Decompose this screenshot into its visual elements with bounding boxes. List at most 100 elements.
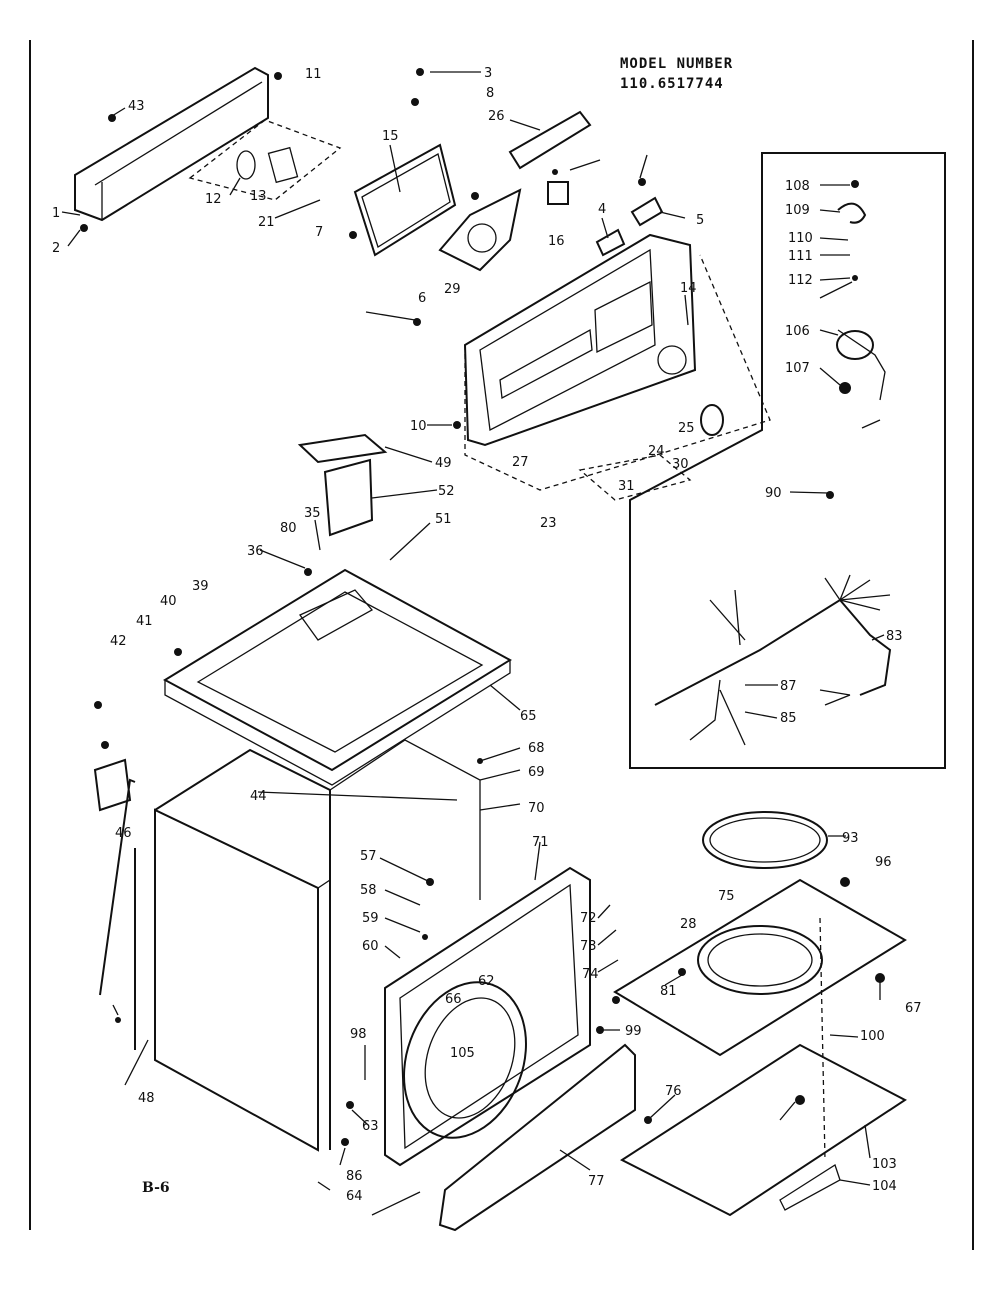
- callout-39: 39: [192, 579, 209, 594]
- callout-71: 71: [532, 835, 549, 850]
- callout-110: 110: [788, 231, 813, 246]
- front-panel-part: [384, 866, 591, 1167]
- backsplash-trim-part: [74, 66, 269, 222]
- label-52-part: [323, 458, 374, 537]
- callout-49: 49: [435, 456, 452, 471]
- bracket-hole: [467, 223, 497, 253]
- cabinet-body-part: [134, 739, 481, 1152]
- knob-part: [547, 181, 569, 205]
- callout-58: 58: [360, 883, 377, 898]
- dashed-axis: [819, 917, 826, 1161]
- switch-group-outline: [188, 119, 342, 201]
- tub-cover-part: [613, 878, 907, 1057]
- callout-31: 31: [618, 479, 635, 494]
- strain-relief-109: [837, 202, 867, 224]
- callout-108: 108: [785, 179, 810, 194]
- console-grommet: [700, 404, 724, 436]
- callout-21: 21: [258, 215, 275, 230]
- bracket-part: [438, 188, 522, 272]
- base-plate-part: [619, 1043, 907, 1217]
- callout-40: 40: [160, 594, 177, 609]
- callout-57: 57: [360, 849, 377, 864]
- callout-35: 35: [304, 506, 321, 521]
- callout-7a: 7: [315, 225, 323, 240]
- callout-16: 16: [548, 234, 565, 249]
- callout-2: 2: [52, 241, 60, 256]
- callout-67: 67: [905, 1001, 922, 1016]
- callout-62: 62: [478, 974, 495, 989]
- callout-107: 107: [785, 361, 810, 376]
- callout-66: 66: [445, 992, 462, 1007]
- callout-69: 69: [528, 765, 545, 780]
- inset-panel-outline: [629, 152, 946, 769]
- callout-98a: 98: [350, 1027, 367, 1042]
- callout-99: 99: [625, 1024, 642, 1039]
- callout-106: 106: [785, 324, 810, 339]
- callout-59: 59: [362, 911, 379, 926]
- callout-109: 109: [785, 203, 810, 218]
- callout-75: 75: [718, 889, 735, 904]
- diagram-code-label: B-6: [142, 1180, 170, 1196]
- callout-112: 112: [788, 273, 813, 288]
- wiring-harness-part: [654, 574, 892, 746]
- callout-105: 105: [450, 1046, 475, 1061]
- callout-60: 60: [362, 939, 379, 954]
- knob-4-part: [595, 228, 626, 257]
- callout-83: 83: [886, 629, 903, 644]
- callout-68: 68: [528, 741, 545, 756]
- callout-3a: 3: [484, 66, 492, 81]
- washer-top-part: [162, 568, 512, 786]
- callout-52: 52: [438, 484, 455, 499]
- callout-85: 85: [780, 711, 797, 726]
- callout-11: 11: [305, 67, 322, 82]
- model-number-label: MODEL NUMBER: [620, 56, 734, 72]
- tub-gasket-part: [702, 811, 828, 869]
- callout-48: 48: [138, 1091, 155, 1106]
- callout-96: 96: [875, 855, 892, 870]
- callout-73: 73: [580, 939, 597, 954]
- callout-41: 41: [136, 614, 153, 629]
- callout-1: 1: [52, 206, 60, 221]
- model-number-block: MODEL NUMBER 110.6517744: [620, 54, 733, 94]
- callout-104: 104: [872, 1179, 897, 1194]
- callout-15: 15: [382, 129, 399, 144]
- control-console-part: [463, 233, 697, 447]
- callout-36: 36: [247, 544, 264, 559]
- timer-plate-part: [353, 143, 457, 257]
- callout-72: 72: [580, 911, 597, 926]
- callout-86: 86: [346, 1169, 363, 1184]
- callout-26: 26: [488, 109, 505, 124]
- callout-5: 5: [696, 213, 704, 228]
- callout-44a: 44: [250, 789, 267, 804]
- callout-65: 65: [520, 709, 537, 724]
- callout-13: 13: [250, 189, 267, 204]
- callout-25: 25: [678, 421, 695, 436]
- callout-28: 28: [680, 917, 697, 932]
- callout-42: 42: [110, 634, 127, 649]
- knob-5-part: [630, 196, 664, 227]
- callout-77: 77: [588, 1174, 605, 1189]
- callout-6: 6: [418, 291, 426, 306]
- toe-panel-part: [438, 1043, 636, 1232]
- callout-100: 100: [860, 1029, 885, 1044]
- callout-23: 23: [540, 516, 557, 531]
- callout-12: 12: [205, 192, 222, 207]
- callout-87: 87: [780, 679, 797, 694]
- callout-14: 14: [680, 281, 697, 296]
- power-cord-line: [837, 329, 886, 401]
- console-dashed-outline: [464, 254, 771, 491]
- callout-90: 90: [765, 486, 782, 501]
- control-bar-part: [508, 110, 592, 170]
- callout-10: 10: [410, 419, 427, 434]
- tub-gasket-inner: [709, 817, 821, 863]
- callout-46: 46: [115, 826, 132, 841]
- callout-24: 24: [648, 444, 665, 459]
- fastener-dots: [80, 68, 885, 1146]
- callout-43a: 43: [128, 99, 145, 114]
- callout-103: 103: [872, 1157, 897, 1172]
- callout-64: 64: [346, 1189, 363, 1204]
- callout-63: 63: [362, 1119, 379, 1134]
- callout-labels: 1 2 3 43 11 8 26 15 12 13 21 7 16 5 4 6 …: [52, 66, 922, 1204]
- callout-8: 8: [486, 86, 494, 101]
